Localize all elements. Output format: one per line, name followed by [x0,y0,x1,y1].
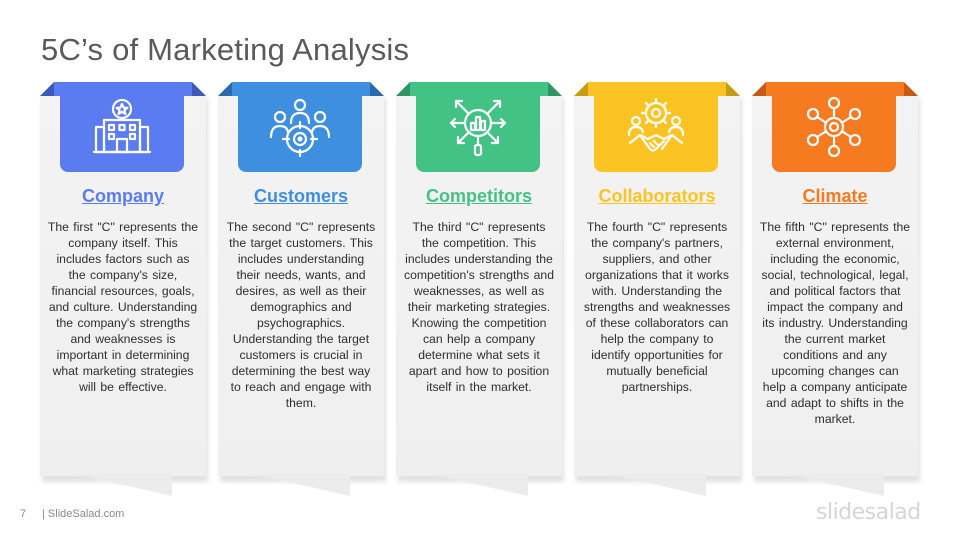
column-company: Company The first "C" represents the com… [40,82,208,498]
card-fold [430,474,528,496]
climate-network-icon [806,96,862,158]
footer-site-link[interactable]: | SlideSalad.com [42,508,125,520]
icon-box [416,82,540,172]
column-description: The fourth "C" represents the company's … [583,220,731,394]
customers-target-icon [269,98,331,158]
column-description: The first "C" represents the company its… [47,220,199,394]
column-heading: Competitors [425,186,532,206]
column-customers: Customers The second "C" represents the … [218,82,386,498]
column-climate: Climate The fifth "C" represents the ext… [752,82,920,498]
collaborators-handshake-icon [627,97,685,152]
card-fold [74,474,172,496]
page-title: 5C’s of Marketing Analysis [41,32,410,67]
column-collaborators: Collaborators The fourth "C" represents … [574,82,742,498]
card-fold [786,474,884,496]
icon-box [594,82,718,172]
icon-box [60,82,184,172]
column-description: The fifth "C" represents the external en… [759,220,911,426]
icon-box [238,82,362,172]
competitors-analysis-icon [449,99,507,157]
page-number: 7 [20,508,27,520]
company-building-icon [92,98,152,154]
icon-box [772,82,896,172]
brand-logo: slidesalad [816,500,921,525]
card-fold [252,474,350,496]
column-description: The second "C" represents the target cus… [226,220,376,410]
column-heading: Collaborators [598,186,716,206]
column-heading: Customers [253,186,349,206]
column-description: The third "C" represents the competition… [404,220,554,394]
column-heading: Company [81,186,164,206]
card-fold [608,474,706,496]
column-heading: Climate [802,186,868,206]
column-competitors: Competitors The third "C" represents the… [396,82,564,498]
